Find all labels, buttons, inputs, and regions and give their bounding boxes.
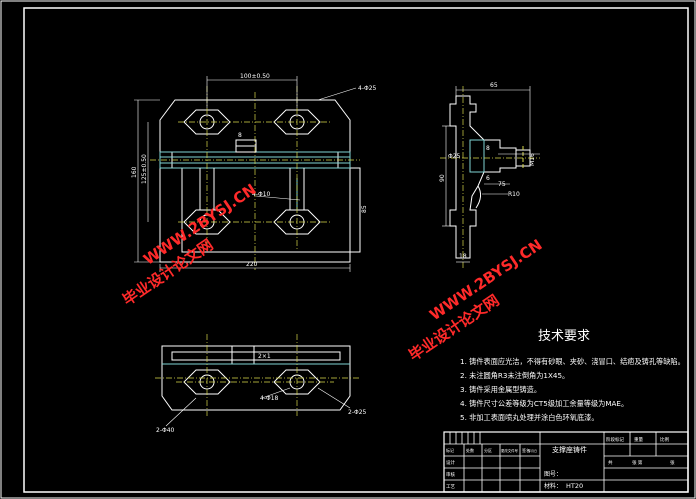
side-dim-b: 6 <box>486 175 490 182</box>
inner-frame <box>23 7 689 493</box>
tb-material-label: 材料： <box>544 482 562 490</box>
tb-row-label-3: 更改文件号 <box>501 448 519 453</box>
tb-row-label-0: 标记 <box>446 447 454 453</box>
top-view <box>155 334 360 427</box>
top-boss-right <box>273 369 321 395</box>
front-dim-height: 160 <box>131 166 138 178</box>
tech-title: 技术要求 <box>538 329 590 344</box>
watermark-1: 毕业设计论文网 WWW.2BYSJ.CN <box>119 180 259 309</box>
front-hole-label: 4-Φ25 <box>358 85 377 92</box>
top-hole-label-right: 2-Φ25 <box>348 409 367 416</box>
title-block <box>443 431 689 493</box>
tb-row-label-2: 分区 <box>484 447 492 453</box>
side-dim-r: R10 <box>508 191 520 198</box>
tb-row-label-5: 年月日 <box>528 448 537 453</box>
front-center-mark: 8 <box>238 132 242 139</box>
tb-stage: 阶段标记 <box>606 436 624 443</box>
tb-row-label-1: 处数 <box>466 447 474 453</box>
tb-design: 设计 <box>446 459 455 466</box>
tb-sheet-total: 共 <box>608 459 613 466</box>
tech-item-3: 3. 铸件采用金属型铸造。 <box>460 385 541 394</box>
side-dim-angle: 75 <box>498 181 506 188</box>
side-view <box>440 86 540 268</box>
tb-scale: 比例 <box>660 436 669 443</box>
top-hole-label-left: 2-Φ40 <box>156 427 175 434</box>
top-hole-label-mid: 4-Φ18 <box>260 395 279 402</box>
side-dim-a: 8 <box>486 145 490 152</box>
tech-item-1: 1. 铸件表面应光洁，不得有砂眼、夹砂、浇冒口、结疤及铸孔等缺陷。 <box>460 357 685 366</box>
front-dim-right: 85 <box>361 205 368 213</box>
tb-sheet-no: 张 第 <box>632 459 643 466</box>
tech-item-4: 4. 铸件尺寸公差等级为CT5级加工余量等级为MAE。 <box>460 399 628 408</box>
tb-material: HT20 <box>566 482 583 490</box>
top-center-mark: 2×1 <box>258 353 271 360</box>
tb-sheet-end: 张 <box>670 459 675 466</box>
side-dim-height: 90 <box>439 174 446 182</box>
tb-row-label-4: 签名 <box>522 447 530 453</box>
side-dim-thread: M16 <box>529 153 536 166</box>
side-outline <box>449 95 517 259</box>
front-dim-inner-height: 125±0.50 <box>141 154 148 184</box>
side-dim-top: 65 <box>490 82 498 89</box>
watermark-2: 毕业设计论文网 WWW.2BYSJ.CN <box>405 236 545 365</box>
tech-item-2: 2. 未注圆角R3未注倒角为1X45。 <box>460 371 569 380</box>
side-dim-small: 18 <box>459 253 467 260</box>
front-bolt-label: 4-Φ10 <box>252 191 271 198</box>
tb-check: 审核 <box>446 471 455 478</box>
front-view <box>134 76 361 272</box>
top-outline <box>161 345 351 411</box>
side-dim-left: Φ25 <box>448 153 461 160</box>
front-dim-spacing: 100±0.50 <box>240 73 270 80</box>
tb-craft: 工艺 <box>446 484 455 490</box>
front-dim-width: 220 <box>246 261 258 268</box>
tb-drawing-label: 图号： <box>544 471 562 478</box>
tb-weight: 重量 <box>634 436 643 443</box>
tb-part-name: 支撑座铸件 <box>552 445 587 454</box>
tech-item-5: 5. 非加工表面喷丸处理并涂白色环氧底漆。 <box>460 413 599 422</box>
